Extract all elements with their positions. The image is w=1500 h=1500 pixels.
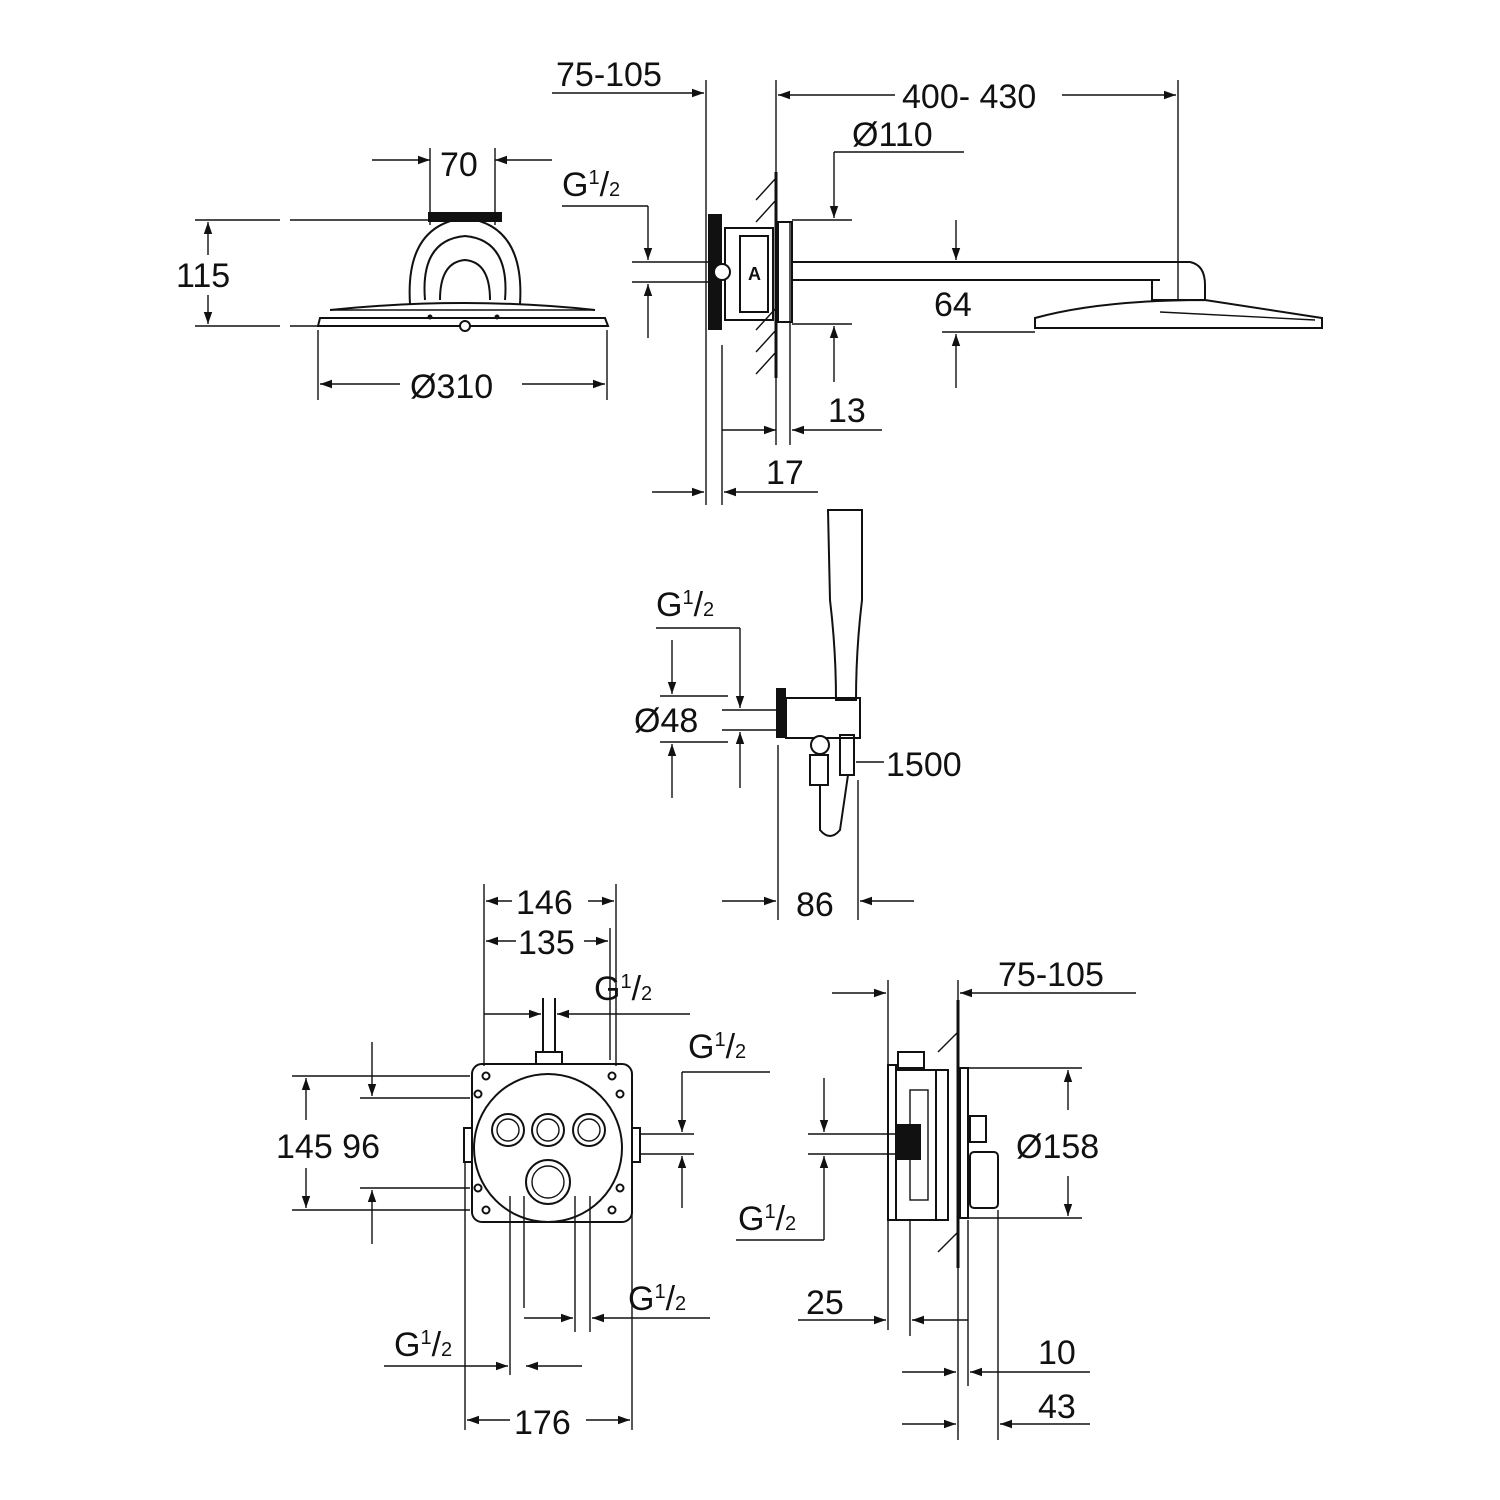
dim-310: Ø310 — [410, 368, 493, 406]
dim-115: 115 — [176, 257, 230, 295]
dim-70: 70 — [440, 146, 478, 184]
dim-86: 86 — [796, 886, 834, 924]
dim-43: 43 — [1038, 1388, 1076, 1426]
hand-shower-view: G1/2 Ø48 1500 86 — [634, 509, 962, 924]
valve-front-view: 146 135 G1/2 G1/2 145 96 — [276, 884, 770, 1442]
thread-label-bl-right: G1/2 — [688, 1028, 746, 1066]
dim-13: 13 — [828, 392, 866, 430]
dim-17: 17 — [766, 454, 804, 492]
valve-side-view: 75-105 Ø158 G1/2 25 10 43 — [736, 956, 1136, 1440]
head-side-view: A 75-105 400- 430 Ø110 G1/2 — [552, 56, 1323, 505]
dim-110: Ø110 — [852, 116, 933, 154]
dim-135: 135 — [518, 924, 575, 962]
dim-158: Ø158 — [1016, 1128, 1099, 1166]
dim-64: 64 — [934, 286, 972, 324]
thread-label-br: G1/2 — [738, 1200, 796, 1238]
thread-label-top: G1/2 — [562, 166, 620, 204]
thread-label-middle: G1/2 — [656, 586, 714, 624]
dim-75-105-bottom: 75-105 — [998, 956, 1104, 994]
dim-145-96: 145 96 — [276, 1128, 380, 1166]
dim-75-105-top: 75-105 — [556, 56, 662, 94]
thread-label-bl-top: G1/2 — [594, 970, 652, 1008]
dim-400-430: 400- 430 — [902, 78, 1036, 116]
thread-label-bl-bottom-left: G1/2 — [394, 1326, 452, 1364]
dim-1500: 1500 — [886, 746, 962, 784]
dim-176: 176 — [514, 1404, 571, 1442]
dim-25: 25 — [806, 1284, 844, 1322]
head-front-view: 70 115 Ø310 — [176, 146, 610, 406]
dim-10: 10 — [1038, 1334, 1076, 1372]
svg-text:A: A — [748, 264, 761, 284]
thread-label-bl-bottom-right: G1/2 — [628, 1280, 686, 1318]
dim-146: 146 — [516, 884, 573, 922]
dim-48: Ø48 — [634, 702, 698, 740]
